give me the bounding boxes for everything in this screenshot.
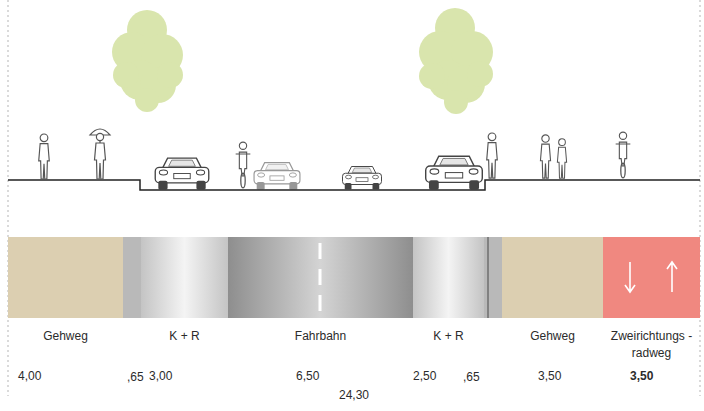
dimension: ,65 <box>463 369 480 386</box>
carriageway-band <box>228 237 413 318</box>
sidewalk-band <box>502 237 603 318</box>
part-name: K + R <box>141 328 228 345</box>
cyclist <box>616 132 631 178</box>
part-name: Fahrbahn <box>228 328 413 345</box>
bike-lane-band <box>603 237 700 318</box>
parking-band <box>141 237 228 318</box>
section-part: K + R 3,00 <box>141 326 228 388</box>
dimension: ,65 <box>127 369 144 386</box>
pedestrian <box>487 133 498 178</box>
section-part: Fahrbahn 6,50 <box>228 326 413 388</box>
direction-arrows <box>625 262 677 292</box>
section-part: Gehweg 3,50 <box>502 326 603 388</box>
car <box>426 156 483 190</box>
dimension: 3,50 <box>630 368 653 385</box>
dimension: 3,50 <box>538 368 561 385</box>
tree <box>419 8 493 114</box>
curb-edge <box>487 237 489 318</box>
curb-band <box>123 237 141 318</box>
dimension: 4,00 <box>18 368 41 385</box>
section-part: Zweirichtungs -radweg 3,50 <box>603 326 700 388</box>
sidewalk-band <box>8 237 123 318</box>
pedestrian <box>540 135 550 178</box>
pedestrian <box>90 129 110 179</box>
curb-band <box>484 237 502 318</box>
lane-marking <box>319 237 322 318</box>
part-name: Gehweg <box>8 328 123 345</box>
part-name: K + R <box>413 328 484 345</box>
dimension: 3,00 <box>149 368 172 385</box>
section-part: Gehweg 4,00 <box>8 326 123 388</box>
car <box>155 158 209 190</box>
boundary-line <box>8 0 9 396</box>
cyclist <box>236 142 251 188</box>
car <box>254 163 300 190</box>
car <box>343 167 382 190</box>
boundary-line <box>700 0 701 396</box>
parking-band <box>413 237 484 318</box>
tree <box>112 10 183 112</box>
pedestrian <box>39 134 50 179</box>
total-width: 24,30 <box>339 387 369 404</box>
pedestrian <box>557 139 566 178</box>
part-name: Zweirichtungs -radweg <box>603 328 700 362</box>
part-name: Gehweg <box>502 328 603 345</box>
dimension: 2,50 <box>413 368 436 385</box>
dimension: 6,50 <box>296 368 319 385</box>
